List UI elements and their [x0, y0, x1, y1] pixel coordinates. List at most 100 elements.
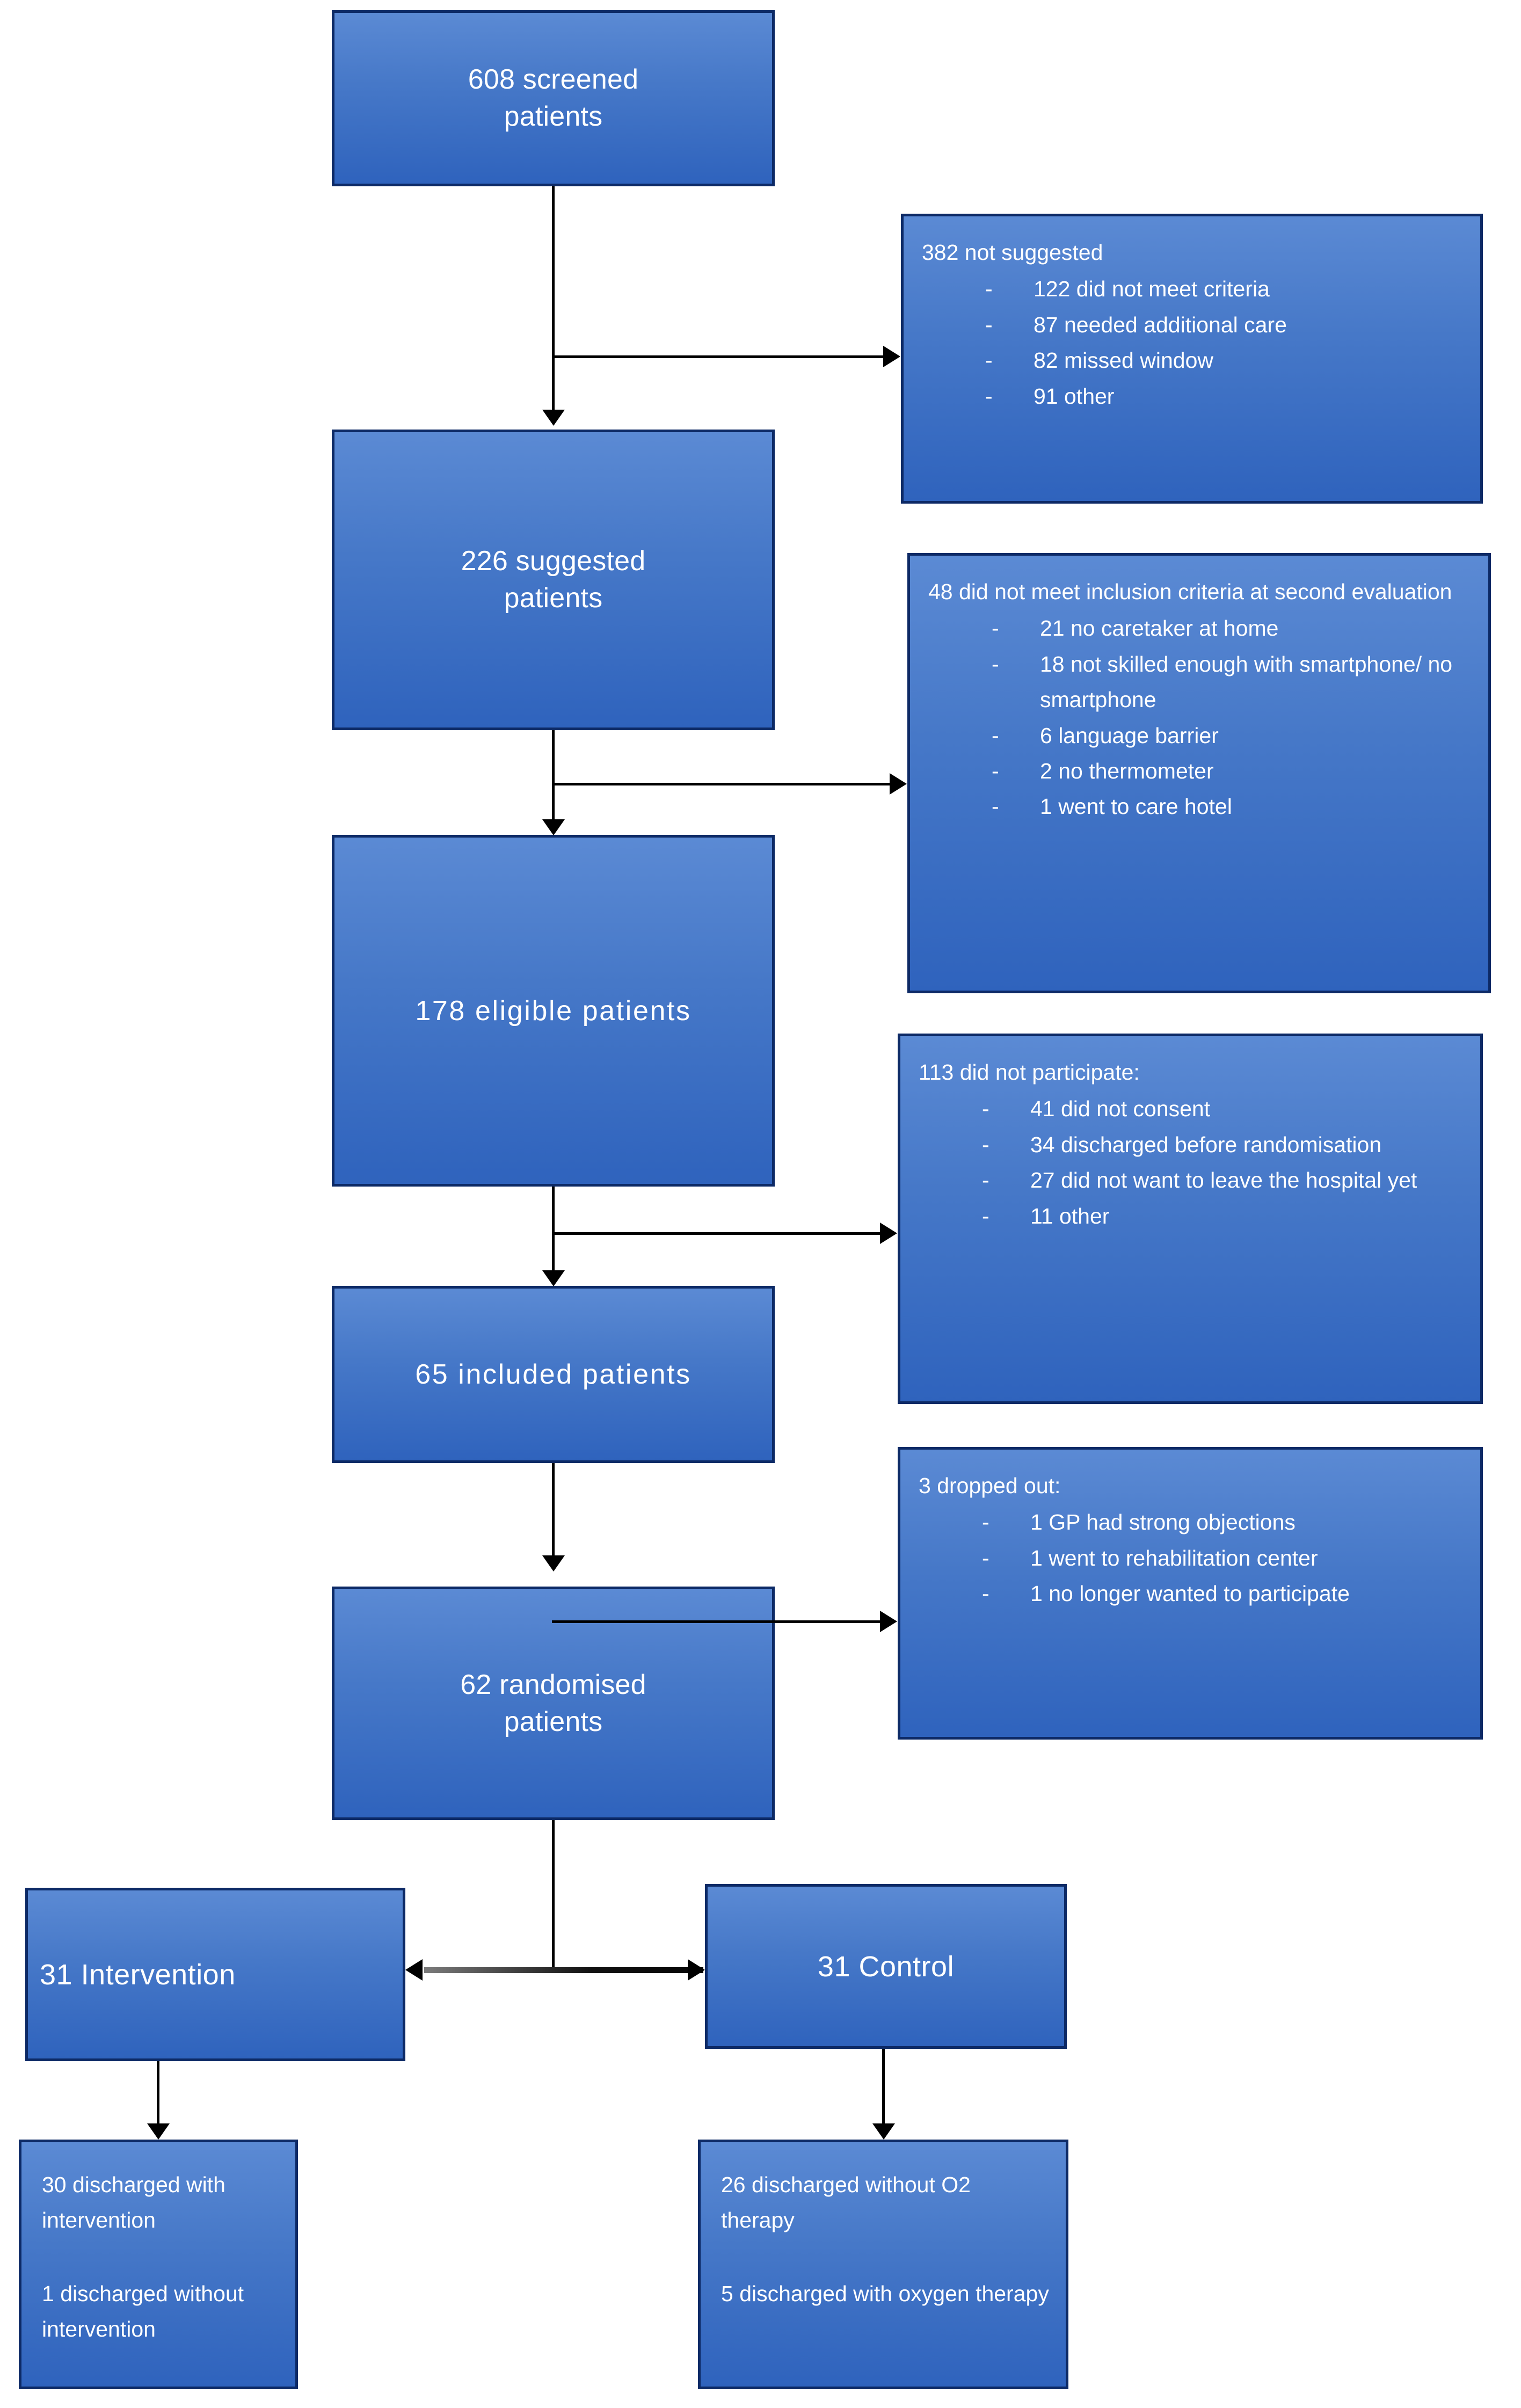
exclusion-box-dropped-out: 3 dropped out: - 1 GP had strong objectio… [898, 1447, 1483, 1740]
outcome-intervention-line2: 1 discharged without intervention [42, 2281, 244, 2342]
list-item-text: 1 went to care hotel [1040, 794, 1232, 819]
exclusion-not-suggested-list: - 122 did not meet criteria - 87 needed ad… [922, 271, 1466, 414]
bullet-dash: - [992, 759, 999, 784]
arrowhead-to-eligible [542, 819, 565, 835]
connector-control-to-outcome [882, 2049, 885, 2123]
list-item-text: 1 no longer wanted to participate [1030, 1581, 1350, 1606]
connector-branch-second-evaluation [552, 783, 891, 785]
arrowhead-intervention-outcome [147, 2123, 170, 2140]
node-screened-line1: 608 screened [468, 64, 639, 96]
arrowhead-to-randomised [542, 1555, 565, 1572]
list-item: - 27 did not want to leave the hospital y… [919, 1162, 1466, 1198]
outcome-box-intervention: 30 discharged with intervention 1 discha… [19, 2140, 298, 2389]
list-item-text: 27 did not want to leave the hospital ye… [1030, 1168, 1417, 1193]
connector-branch-did-not-participate [552, 1232, 882, 1235]
list-item-text: 34 discharged before randomisation [1030, 1132, 1382, 1157]
bullet-dash: - [982, 1203, 989, 1228]
node-intervention-arm: 31 Intervention [25, 1888, 405, 2061]
list-item: -6 language barrier [928, 718, 1474, 753]
exclusion-dropped-out-heading: 3 dropped out: [919, 1473, 1061, 1498]
bullet-dash: - [985, 348, 993, 373]
arrowhead-arms-left [405, 1959, 423, 1981]
node-randomised: 62 randomised patients [332, 1587, 775, 1820]
list-item-text: 91 other [1034, 383, 1115, 409]
exclusion-not-suggested-heading: 382 not suggested [922, 240, 1103, 265]
connector-branch-not-suggested [552, 355, 885, 358]
node-suggested-line1: 226 suggested [461, 545, 646, 577]
arrowhead-arms-right [688, 1959, 705, 1981]
list-item: - 91 other [922, 379, 1466, 414]
list-item-text: 122 did not meet criteria [1034, 277, 1270, 302]
connector-intervention-to-outcome [157, 2061, 159, 2123]
exclusion-dropped-out-list: - 1 GP had strong objections - 1 went to r… [919, 1504, 1466, 1611]
arrowhead-to-suggested [542, 410, 565, 426]
exclusion-box-second-evaluation: 48 did not meet inclusion criteria at se… [907, 553, 1491, 993]
node-eligible-label: 178 eligible patients [415, 995, 692, 1027]
exclusion-did-not-participate-heading: 113 did not participate: [919, 1060, 1140, 1085]
arrowhead-control-outcome [872, 2123, 895, 2140]
list-item-text: 21 no caretaker at home [1040, 616, 1279, 641]
node-screened-line2: patients [504, 101, 603, 132]
list-item-text: 6 language barrier [1040, 723, 1219, 748]
exclusion-box-not-suggested: 382 not suggested - 122 did not meet crit… [901, 214, 1483, 504]
arrowhead-to-included [542, 1270, 565, 1286]
bullet-dash: - [982, 1510, 989, 1535]
exclusion-box-did-not-participate: 113 did not participate: - 41 did not con… [898, 1034, 1483, 1404]
list-item: - 18 not skilled enough with smartphone/ … [928, 646, 1474, 718]
outcome-box-control: 26 discharged without O2 therapy 5 disch… [698, 2140, 1068, 2389]
exclusion-did-not-participate-list: - 41 did not consent - 34 discharged befor… [919, 1091, 1466, 1234]
list-item: - 21 no caretaker at home [928, 610, 1474, 646]
list-item-text: 2 no thermometer [1040, 759, 1214, 784]
list-item-text: 87 needed additional care [1034, 312, 1287, 337]
connector-screened-to-suggested [552, 186, 555, 410]
outcome-intervention-line1: 30 discharged with intervention [42, 2172, 225, 2233]
bullet-dash: - [982, 1168, 989, 1193]
bullet-dash: - [982, 1132, 989, 1157]
node-randomised-line1: 62 randomised [460, 1669, 646, 1700]
list-item: -11 other [919, 1198, 1466, 1234]
connector-included-to-randomised [552, 1463, 555, 1555]
arrowhead-not-suggested [883, 346, 900, 367]
list-item: - 87 needed additional care [922, 307, 1466, 343]
node-control-arm-label: 31 Control [817, 1950, 955, 1983]
connector-branch-dropped-out [552, 1620, 882, 1623]
exclusion-second-evaluation-list: - 21 no caretaker at home - 18 not skilled… [928, 610, 1474, 824]
list-item-text: 1 GP had strong objections [1030, 1510, 1296, 1535]
list-item: - 34 discharged before randomisation [919, 1127, 1466, 1162]
outcome-control-line1: 26 discharged without O2 therapy [721, 2172, 971, 2233]
outcome-control-line2: 5 discharged with oxygen therapy [721, 2281, 1049, 2306]
connector-arms-bidirectional [424, 1967, 703, 1973]
list-item-text: 82 missed window [1034, 348, 1213, 373]
bullet-dash: - [982, 1545, 989, 1570]
bullet-dash: - [985, 312, 993, 337]
connector-randomised-stem [552, 1820, 555, 1970]
list-item: - 2 no thermometer [928, 753, 1474, 789]
bullet-dash: - [992, 616, 999, 641]
node-included-label: 65 included patients [415, 1359, 692, 1390]
list-item: - 41 did not consent [919, 1091, 1466, 1126]
list-item: - 1 went to care hotel [928, 789, 1474, 824]
bullet-dash: - [982, 1096, 989, 1122]
node-intervention-arm-label: 31 Intervention [40, 1958, 236, 1991]
connector-suggested-to-eligible [552, 730, 555, 819]
list-item: - 1 went to rehabilitation center [919, 1540, 1466, 1576]
bullet-dash: - [992, 651, 999, 676]
node-eligible: 178 eligible patients [332, 835, 775, 1187]
list-item-text: 41 did not consent [1030, 1096, 1211, 1122]
list-item: - 1 GP had strong objections [919, 1504, 1466, 1540]
list-item-text: 1 went to rehabilitation center [1030, 1545, 1318, 1570]
list-item-text: 18 not skilled enough with smartphone/ n… [1040, 651, 1453, 712]
arrowhead-second-evaluation [890, 773, 907, 795]
node-suggested-line2: patients [504, 583, 603, 614]
bullet-dash: - [985, 383, 993, 409]
node-included: 65 included patients [332, 1286, 775, 1463]
node-control-arm: 31 Control [705, 1884, 1067, 2049]
exclusion-second-evaluation-heading: 48 did not meet inclusion criteria at se… [928, 579, 1452, 604]
bullet-dash: - [985, 277, 993, 302]
node-randomised-line2: patients [504, 1706, 603, 1737]
bullet-dash: - [982, 1581, 989, 1606]
list-item: - 1 no longer wanted to participate [919, 1576, 1466, 1611]
bullet-dash: - [992, 794, 999, 819]
list-item: - 122 did not meet criteria [922, 271, 1466, 307]
